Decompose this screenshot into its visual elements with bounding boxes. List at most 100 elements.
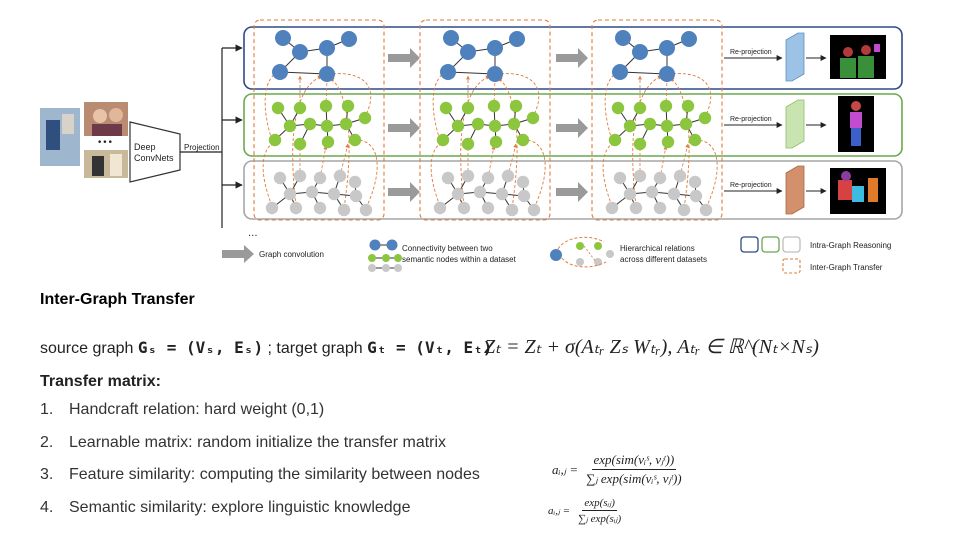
- stage-box-2: [419, 19, 551, 221]
- green-node: [623, 119, 637, 133]
- reprojection-label-1: Re-projection: [730, 49, 772, 56]
- gray-node: [265, 201, 279, 215]
- green-node: [660, 119, 674, 133]
- list-item-text: Handcraft relation: hard weight (0,1): [69, 401, 325, 418]
- green-node: [633, 101, 647, 115]
- graph-stage-2: [430, 30, 546, 217]
- output-map-blue: [830, 35, 886, 79]
- green-node: [526, 111, 540, 125]
- gray-node: [629, 201, 643, 215]
- legend-inter-graph: Inter-Graph Transfer: [810, 263, 883, 272]
- list-item-text: Semantic similarity: explore linguistic …: [69, 498, 411, 516]
- formula-b-denominator: ∑ⱼ exp(sᵢⱼ): [578, 513, 622, 525]
- gray-node: [501, 169, 515, 183]
- output-map-green: [838, 96, 874, 152]
- list-item-text: Feature similarity: computing the simila…: [69, 466, 480, 483]
- gray-node: [699, 203, 713, 217]
- section-heading: Inter-Graph Transfer: [40, 291, 195, 308]
- green-node: [679, 117, 693, 131]
- blue-node: [509, 31, 525, 47]
- green-node: [341, 99, 355, 113]
- gray-node: [623, 187, 637, 201]
- gray-node: [333, 169, 347, 183]
- formula-a-denominator: ∑ⱼ exp(sim(vᵢˢ, vⱼᵗ)): [586, 471, 682, 486]
- blue-node: [275, 30, 291, 46]
- deep-convnets-block: Deep ConvNets: [129, 121, 181, 183]
- blue-node: [487, 66, 503, 82]
- green-node: [348, 133, 362, 147]
- green-node: [451, 119, 465, 133]
- blue-node: [440, 64, 456, 80]
- gray-node: [527, 203, 541, 217]
- green-node: [509, 99, 523, 113]
- gray-node: [481, 201, 495, 215]
- gray-node: [473, 185, 487, 199]
- blue-node: [319, 66, 335, 82]
- list-item-number: 2.: [40, 433, 54, 451]
- blue-node: [612, 64, 628, 80]
- formula-b-numerator: exp(sᵢⱼ): [582, 497, 617, 511]
- source-graph-formula: Gₛ = (Vₛ, Eₛ): [137, 338, 264, 357]
- target-graph-formula: Gₜ = (Vₜ, Eₜ): [367, 338, 493, 357]
- green-node: [681, 99, 695, 113]
- legend-intra-graph: Intra-Graph Reasoning: [810, 241, 891, 250]
- blue-row-frame: [243, 26, 903, 90]
- blue-node: [443, 30, 459, 46]
- green-node: [633, 137, 647, 151]
- gray-node: [505, 203, 519, 217]
- reprojection-label-3: Re-projection: [730, 182, 772, 189]
- blue-node: [659, 66, 675, 82]
- graph-stage-3: [602, 30, 718, 217]
- source-prefix: source graph: [40, 340, 138, 357]
- vertical-ellipsis: ...: [248, 228, 258, 239]
- green-node: [268, 133, 282, 147]
- legend: Graph convolution Connectivity between t…: [222, 236, 891, 274]
- legend-hierarchical-line1: Hierarchical relations: [620, 244, 695, 253]
- gray-node: [313, 201, 327, 215]
- blue-node: [487, 40, 503, 56]
- input-photos: •••: [40, 102, 128, 178]
- list-item-text: Learnable matrix: random initialize the …: [69, 433, 447, 451]
- formula-a-lhs: aᵢ,ⱼ =: [552, 461, 579, 477]
- formula-b-lhs: aᵢ,ⱼ =: [548, 505, 571, 517]
- green-node: [688, 133, 702, 147]
- blue-node: [292, 44, 308, 60]
- transfer-matrix-heading: Transfer matrix:: [40, 373, 161, 390]
- gray-node: [273, 171, 287, 185]
- gray-node: [673, 169, 687, 183]
- green-node: [643, 117, 657, 131]
- gray-node: [653, 171, 667, 185]
- blue-node: [341, 31, 357, 47]
- gray-node: [517, 189, 531, 203]
- gray-node: [289, 201, 303, 215]
- list-item-number: 3.: [40, 466, 54, 483]
- green-node: [698, 111, 712, 125]
- transfer-update-formula: Zₜ = Zₜ + σ(Aₜᵣ Zₛ Wₜᵣ), Aₜᵣ ∈ ℝ^(Nₜ×Nₛ): [484, 336, 819, 358]
- feature-slab-brown: [785, 165, 805, 215]
- gray-node: [481, 171, 495, 185]
- convnets-label-bottom: ConvNets: [134, 153, 174, 163]
- gray-node: [337, 203, 351, 217]
- gray-node: [605, 201, 619, 215]
- green-node: [339, 117, 353, 131]
- gray-node: [653, 201, 667, 215]
- list-item: 3. Feature similarity: computing the simi…: [40, 466, 480, 499]
- green-node: [661, 135, 675, 149]
- green-node: [320, 119, 334, 133]
- green-row-frame: [243, 93, 903, 157]
- blue-node: [319, 40, 335, 56]
- gray-node: [451, 187, 465, 201]
- green-node: [659, 99, 673, 113]
- green-node: [608, 133, 622, 147]
- green-node: [358, 111, 372, 125]
- gray-node: [461, 169, 475, 183]
- graph-definition-line: source graph Gₛ = (Vₛ, Eₛ) ; target grap…: [40, 338, 492, 358]
- blue-node: [615, 30, 631, 46]
- gray-node: [349, 189, 363, 203]
- green-node: [516, 133, 530, 147]
- architecture-diagram: ••• Deep ConvNets Projection ... Re-proj…: [40, 19, 903, 274]
- gray-node: [441, 171, 455, 185]
- gray-node: [305, 185, 319, 199]
- input-ellipsis: •••: [97, 138, 113, 148]
- graph-convolution-arrows: [388, 48, 588, 202]
